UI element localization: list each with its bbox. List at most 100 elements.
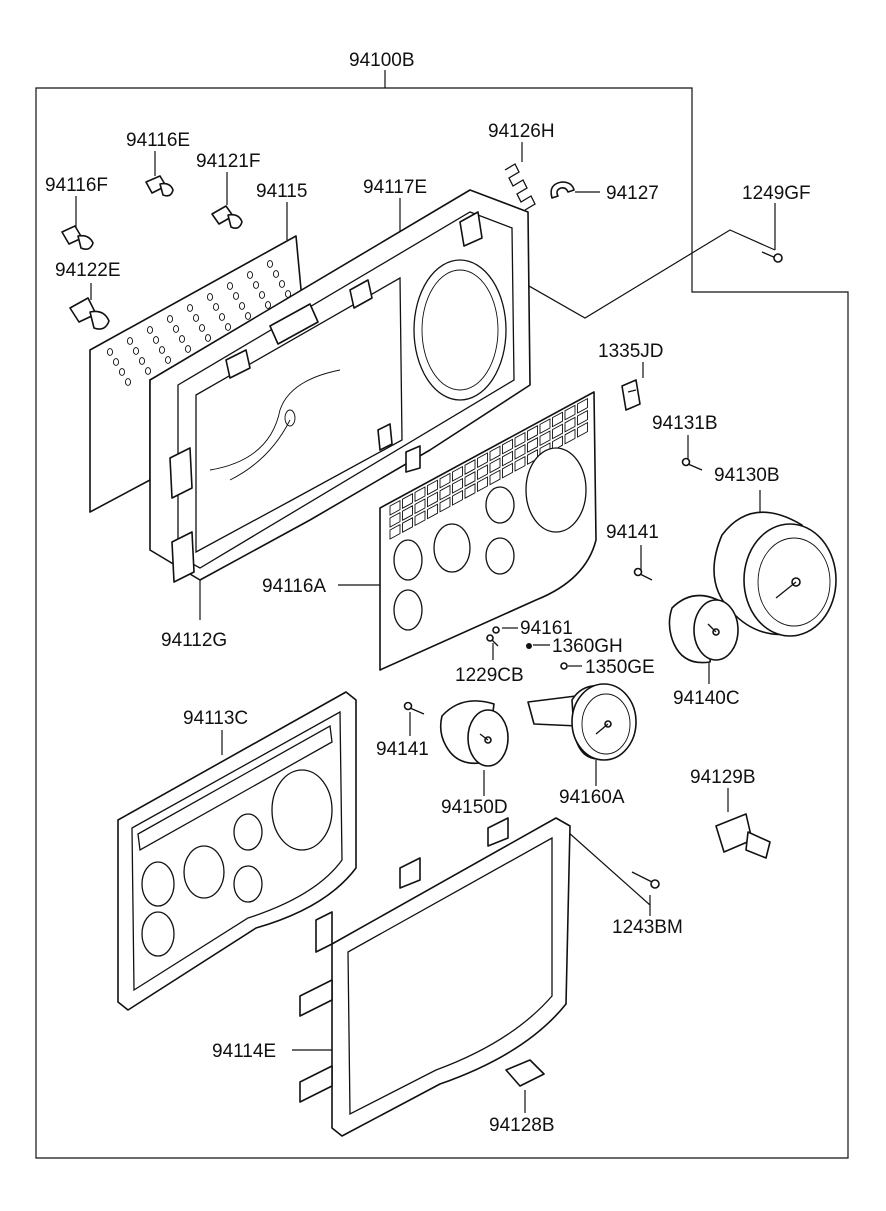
vent-cell [439,472,451,489]
label-1229CB: 1229CB [455,665,524,686]
bulb-94121F [211,205,243,229]
vent-cell [514,455,526,472]
gauge-94130B [713,511,837,637]
vent-cell [464,459,476,475]
vent-cell [489,445,501,462]
label-94128B: 94128B [489,1115,555,1136]
pcb-hole [252,281,260,289]
vent-cell [552,423,563,440]
vent-cell [502,450,513,467]
label-1335JD: 1335JD [598,341,664,362]
pcb-hole [198,324,206,332]
vent-cell [514,443,526,460]
plate-94116A [379,391,597,671]
bulb-94116F [61,225,94,250]
label-1360GH: 1360GH [552,636,623,657]
vent-cell [577,397,588,414]
label-94129B: 94129B [690,767,756,788]
pcb-hole [224,323,232,331]
vent-cell [564,416,576,433]
label-94141-lower: 94141 [376,739,429,760]
vent-cell [577,409,588,426]
vent-cell [452,465,463,482]
label-94122E: 94122E [55,260,121,281]
label-94126H: 94126H [488,121,555,142]
vent-cell [414,486,426,503]
vent-cell [402,493,413,509]
vent-cell [502,438,513,455]
gauge-94140C [668,594,739,664]
pcb-hole [264,301,272,309]
label-1249GF: 1249GF [742,183,811,204]
pcb-hole [126,337,134,345]
label-94121F: 94121F [196,151,260,172]
pcb-hole [166,315,174,323]
label-94141-upper: 94141 [606,522,659,543]
pcb-hole [192,314,200,322]
pcb-hole [164,356,172,364]
pcb-hole [278,280,286,288]
vent-cell [477,452,488,469]
label-94161: 94161 [520,618,573,639]
vent-cell [389,499,401,516]
pcb-hole [138,357,146,365]
pcb-hole [204,334,212,342]
vent-cell [439,496,451,513]
pcb-hole [106,348,114,356]
vent-cell [427,503,438,520]
pcb-hole [172,325,180,333]
plate-94113C [117,691,357,1011]
screw-1243BM [631,871,660,889]
pcb-hole [212,303,220,311]
vent-cell [439,484,451,501]
vent-cell [527,437,538,453]
screw-94131B [681,457,703,471]
label-94150D: 94150D [441,797,508,818]
label-94116A: 94116A [262,576,326,597]
pcb-hole [258,291,266,299]
vent-cell [414,498,426,515]
vent-cell [527,425,538,441]
small-fasteners [486,626,568,670]
pcb-hole [244,312,252,320]
vent-cell [489,469,501,486]
vent-cell [452,477,463,494]
vent-cell [564,428,576,445]
bulb-94129B [715,813,771,859]
pcb-94115 [89,235,303,513]
vent-cell [414,510,426,527]
vent-cell [464,471,476,487]
vent-cell [402,505,413,521]
vent-cell [514,431,526,448]
bulb-94122E [69,297,110,330]
label-94113C: 94113C [183,708,248,729]
vent-cell [477,464,488,481]
vent-cell [577,421,588,438]
case-94112G [149,189,531,583]
label-94114E: 94114E [212,1041,276,1062]
label-1350GE: 1350GE [585,657,655,678]
vent-cell [427,479,438,496]
clip-94127 [550,181,575,199]
vent-cell [489,457,501,474]
vent-cell [552,411,563,428]
vent-cell [477,476,488,493]
label-94160A: 94160A [559,787,625,808]
pcb-hole [206,293,214,301]
label-94112G: 94112G [161,630,227,651]
assembly-border [35,70,849,1159]
vent-cell [539,430,551,447]
pcb-hole [246,271,254,279]
label-94115: 94115 [256,181,307,202]
pcb-hole [218,313,226,321]
label-94130B: 94130B [714,465,780,486]
pcb-hole [266,260,274,268]
vent-cell [427,491,438,508]
pcb-hole [238,302,246,310]
label-94116F: 94116F [45,175,108,196]
pcb-hole [146,326,154,334]
vent-cell [564,404,576,421]
pcb-hole [132,347,140,355]
screw-94141-lower [403,701,425,715]
